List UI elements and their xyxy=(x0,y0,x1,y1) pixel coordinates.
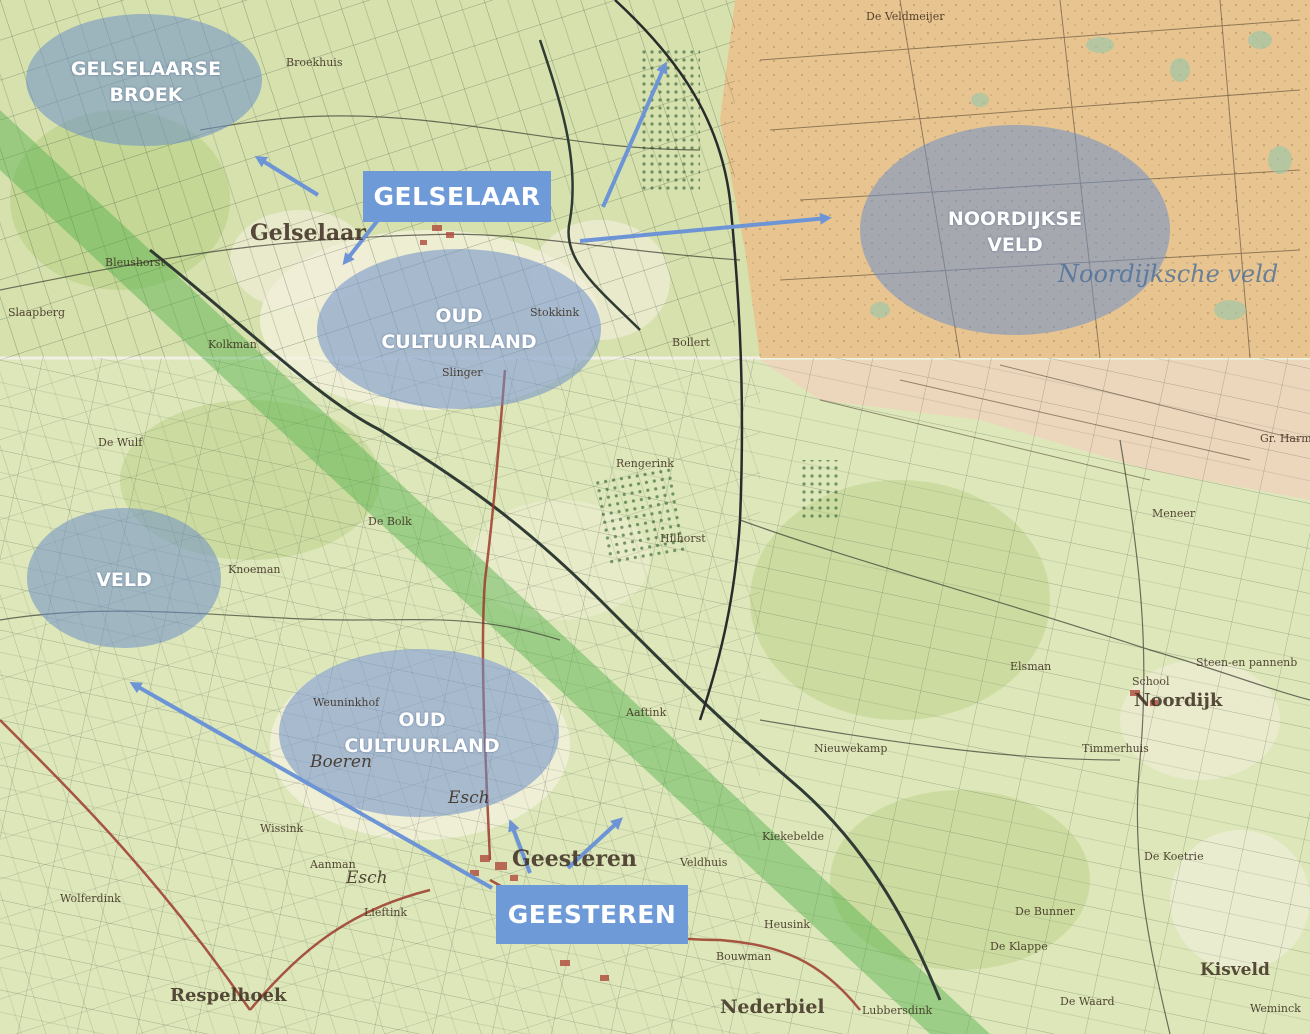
map-text-nederbiel: Nederbiel xyxy=(720,996,825,1018)
minor-roads xyxy=(0,115,1310,1034)
map-text-geesteren: Geesteren xyxy=(512,846,637,872)
map-text-de-bunner: De Bunner xyxy=(1015,905,1075,918)
map-text-gr-harm: Gr. Harm xyxy=(1260,432,1310,445)
map-text-de-bolk: De Bolk xyxy=(368,515,412,528)
arrow-gelselaar-to-oud-cultuurland xyxy=(342,218,380,266)
stream xyxy=(149,248,942,1001)
arrow-gelselaar-to-north xyxy=(601,61,668,208)
map-text-wissink: Wissink xyxy=(260,822,304,835)
map-text-de-klappe: De Klappe xyxy=(990,940,1048,953)
region-label-veld: VELD xyxy=(96,569,152,591)
map-text-wolferdink: Wolferdink xyxy=(60,892,121,905)
map-text-aanman: Aanman xyxy=(310,858,356,871)
region-label-noordijkse-veld: NOORDIJKSE VELD xyxy=(947,208,1083,256)
map-text-de-waard: De Waard xyxy=(1060,995,1115,1008)
arrow-gelselaar-to-noordijkse-veld xyxy=(579,212,832,243)
map-text-lieftink: Lieftink xyxy=(364,906,408,919)
map-text-respelhoek: Respelhoek xyxy=(170,985,287,1006)
region-oud-cultuurland-south xyxy=(279,649,559,817)
map-text-steen-en-pannenbakkerij: Steen-en pannenb xyxy=(1196,656,1298,669)
map-text-rengerink: Rengerink xyxy=(616,457,674,470)
heath-pools xyxy=(870,31,1292,320)
map-text-esch-1: Esch xyxy=(448,788,490,808)
map-text-weuninkhof: Weuninkhof xyxy=(313,696,380,709)
arrow-geesteren-to-east xyxy=(566,817,623,870)
map-text-veldhuis: Veldhuis xyxy=(680,856,728,869)
map-text-kisveld: Kisveld xyxy=(1200,960,1270,980)
map-text-de-wulf: De Wulf xyxy=(98,436,143,449)
map-text-elsman: Elsman xyxy=(1010,660,1052,673)
map-text-gelselaar: Gelselaar xyxy=(250,220,366,246)
map-text-de-koetrie: De Koetrie xyxy=(1144,850,1204,863)
map-text-school: School xyxy=(1132,675,1170,688)
map-text-boeren: Boeren xyxy=(310,752,372,772)
region-gelselaarse-broek xyxy=(26,14,262,146)
map-text-nieuwekamp: Nieuwekamp xyxy=(814,742,888,755)
map-text-esch-2: Esch xyxy=(346,868,388,888)
region-noordijkse-veld xyxy=(860,125,1170,335)
map-text-noordijksche-veld: Noordijksche veld xyxy=(1058,260,1279,288)
map-text-bleushorst: Bleushorst xyxy=(105,256,165,269)
stream-upper xyxy=(538,39,641,331)
map-text-heusink: Heusink xyxy=(764,918,811,931)
map-text-stokkink: Stokkink xyxy=(530,306,580,319)
arrow-geesteren-to-oud-cultuurland xyxy=(508,819,532,874)
map-text-de-veldmeijer: De Veldmeijer xyxy=(866,10,945,23)
region-label-gelselaarse-broek: GELSELAARSE BROEK xyxy=(70,58,222,106)
village-box-gelselaar: GELSELAAR xyxy=(363,171,551,222)
map-text-slinger: Slinger xyxy=(442,366,483,379)
map-text-knoeman: Knoeman xyxy=(228,563,281,576)
map-text-timmerhuis: Timmerhuis xyxy=(1082,742,1149,755)
region-veld xyxy=(27,508,221,648)
map-text-lubbersdink: Lubbersdink xyxy=(862,1004,933,1017)
map-text-kolkman: Kolkman xyxy=(208,338,257,351)
rail-line xyxy=(614,0,744,721)
map-text-slaapberg: Slaapberg xyxy=(8,306,66,319)
map-text-bouwman: Bouwman xyxy=(716,950,772,963)
arrow-geesteren-to-veld xyxy=(129,682,493,890)
region-oud-cultuurland-north xyxy=(317,249,601,409)
map-text-hilhorst: Hilhorst xyxy=(660,532,706,545)
map-text-noordijk: Noordijk xyxy=(1134,690,1223,711)
map-text-bollert: Bollert xyxy=(672,336,710,349)
map-text-weminck: Weminck xyxy=(1250,1002,1301,1015)
green-corridor xyxy=(0,110,990,1034)
village-buildings xyxy=(420,225,1158,981)
map-text-meneer: Meneer xyxy=(1152,507,1196,520)
map-text-aaftink: Aaftink xyxy=(626,706,667,719)
region-label-oud-cultuurland-south: OUD CULTUURLAND xyxy=(344,709,500,757)
arrow-gelselaar-to-broek xyxy=(254,155,320,197)
map-text-broekhuis: Broekhuis xyxy=(286,56,343,69)
map-text-kiekebelde: Kiekebelde xyxy=(762,830,825,843)
arrows xyxy=(129,61,832,890)
region-label-oud-cultuurland-north: OUD CULTUURLAND xyxy=(381,305,537,353)
village-box-geesteren: GEESTEREN xyxy=(496,885,688,944)
